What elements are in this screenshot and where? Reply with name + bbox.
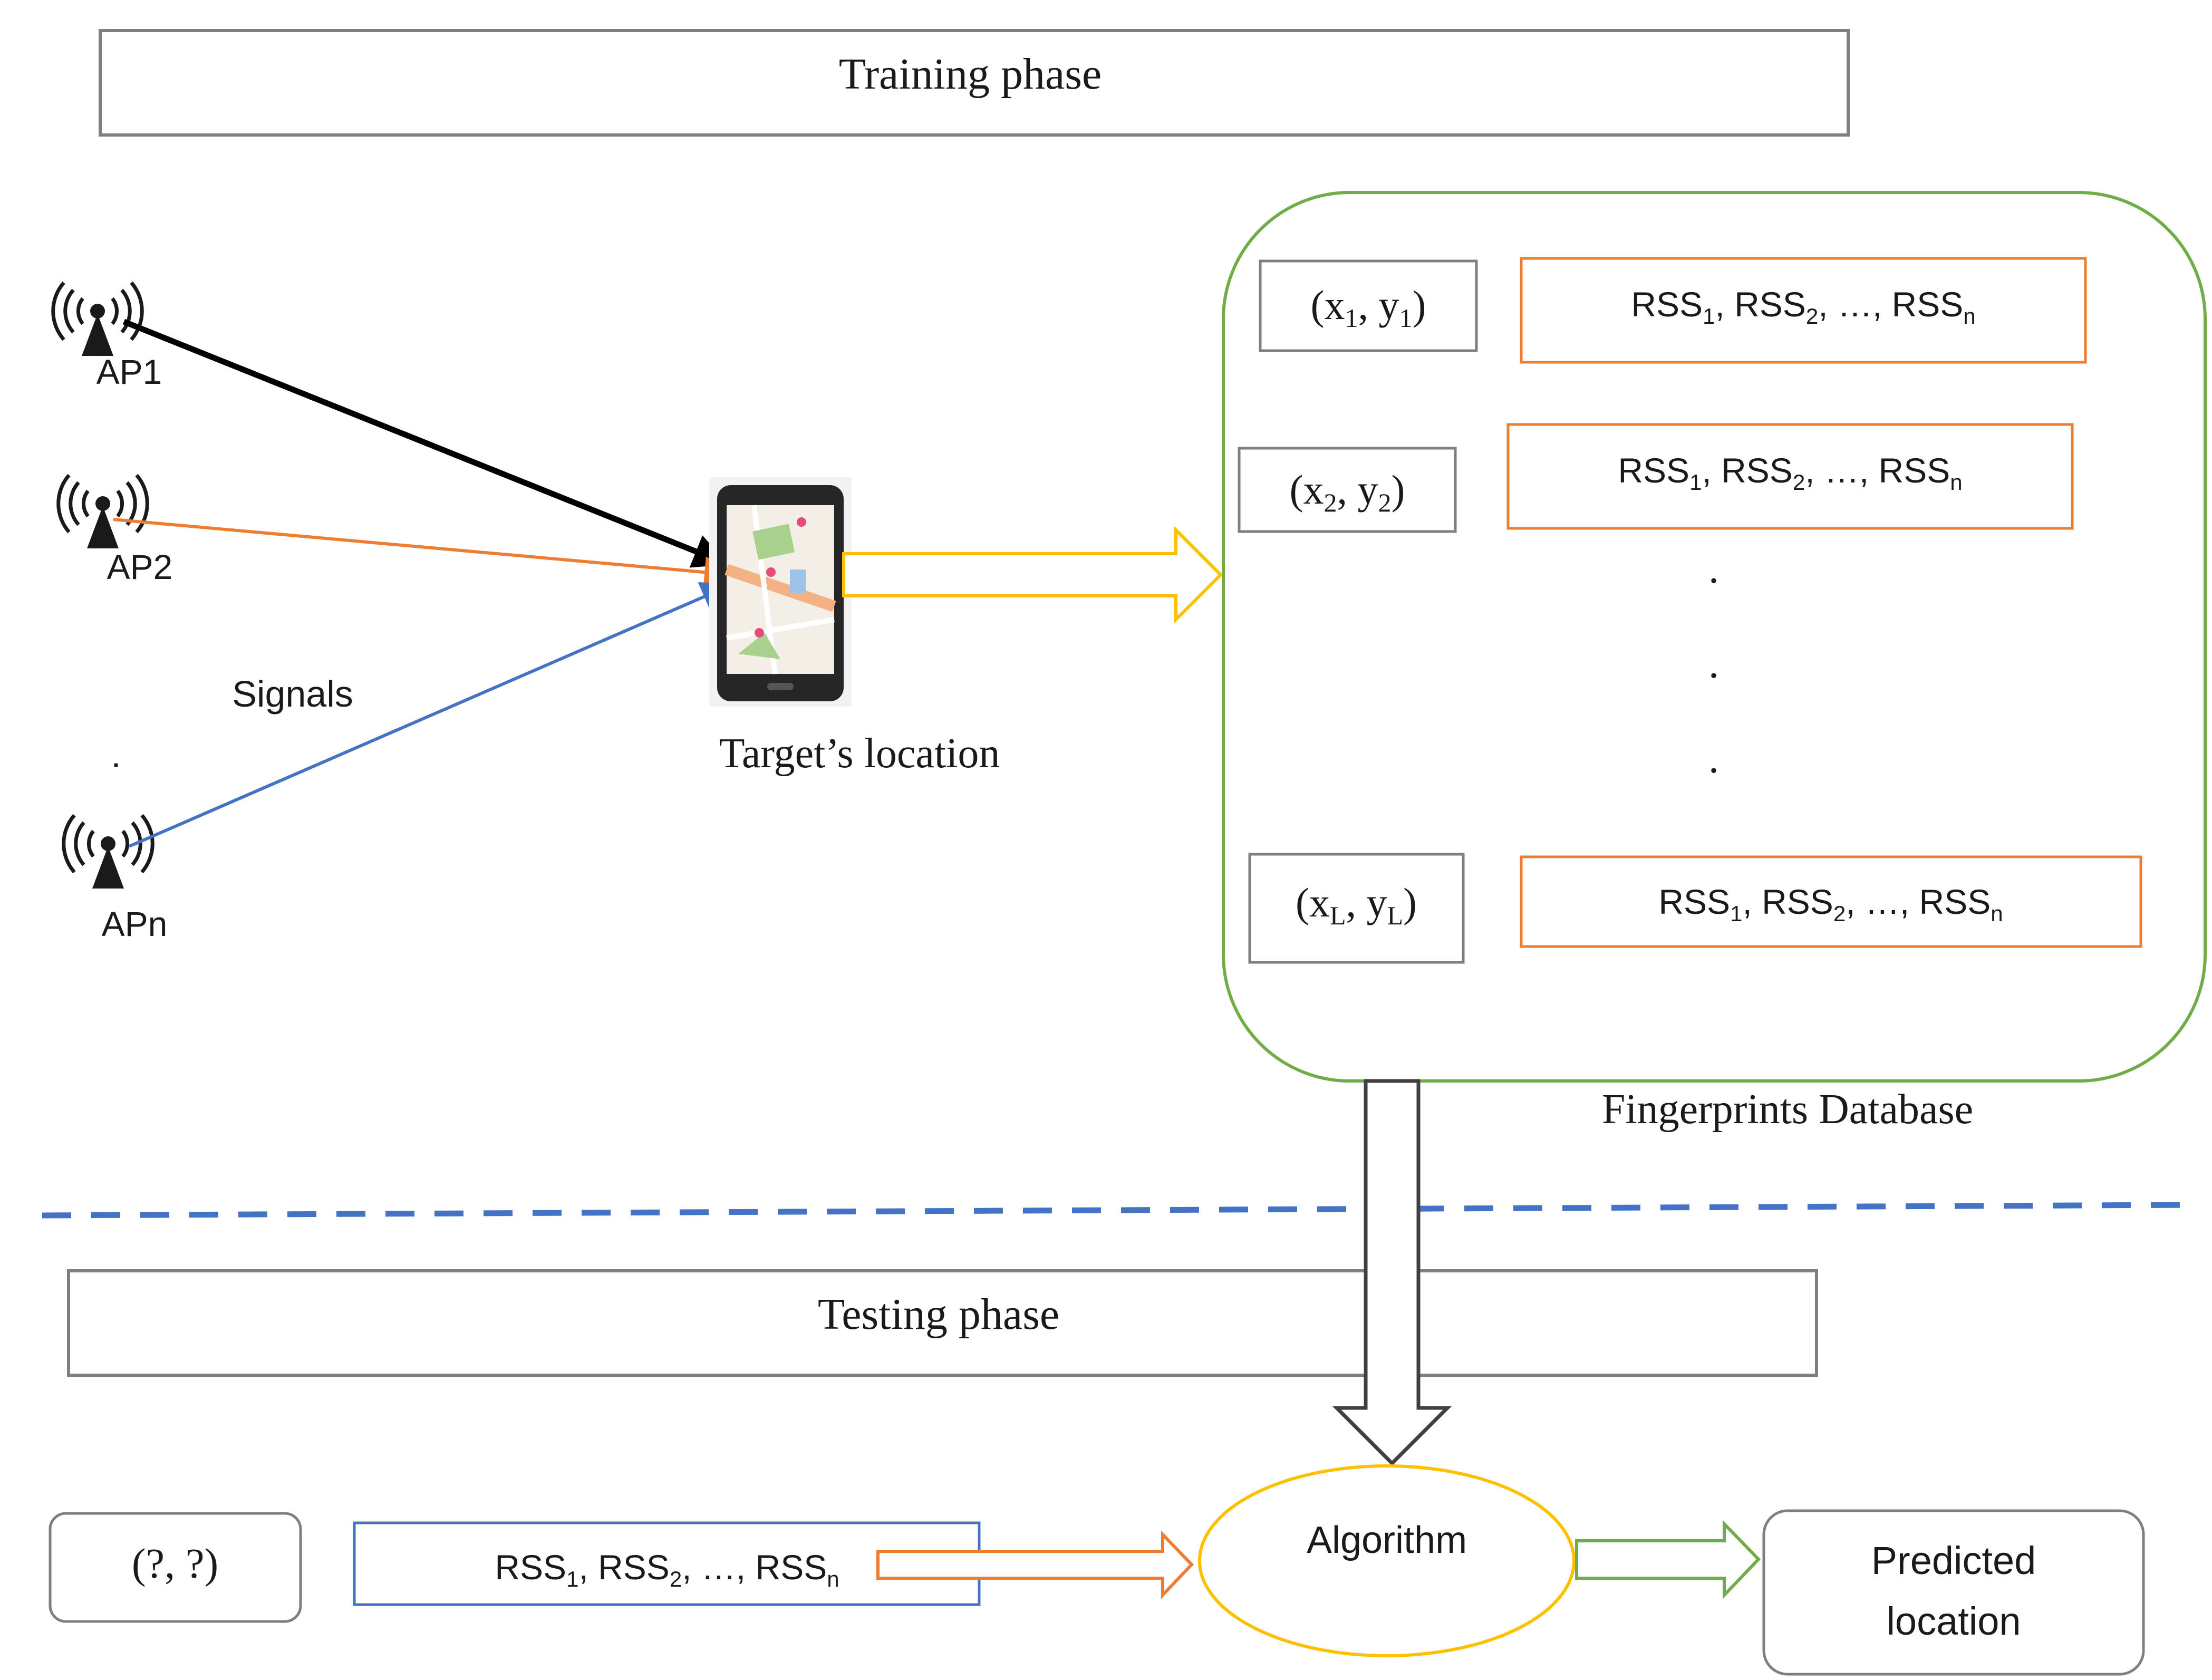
- access-point-ap2: AP2: [59, 475, 173, 586]
- ap-ellipsis-dot: .: [111, 734, 121, 775]
- db-row-2-rss: RSS1, RSS2, …, RSSn: [1618, 451, 1962, 495]
- db-row-l-rss-box: [1520, 855, 2142, 948]
- db-row-l-rss: RSS1, RSS2, …, RSSn: [1658, 882, 2003, 926]
- phone-to-database-arrow: [842, 526, 1223, 624]
- target-location-label: Target’s location: [719, 730, 1000, 777]
- db-row-1-rss: RSS1, RSS2, …, RSSn: [1631, 285, 1975, 329]
- predicted-location-box: [1762, 1509, 2145, 1676]
- testing-phase-box: [67, 1269, 1818, 1377]
- db-row-2-rss-box: [1506, 423, 2074, 530]
- algorithm-label: Algorithm: [1307, 1519, 1467, 1561]
- db-row-l-coord: (xL, yL): [1296, 880, 1417, 930]
- db-row-1-coord-box: [1259, 259, 1478, 352]
- db-dot-3: .: [1708, 736, 1719, 782]
- database-to-algorithm-arrow: [1332, 1079, 1452, 1466]
- phase-separator-dashed-line: [42, 1202, 2189, 1219]
- antenna-tower-icon: [59, 475, 148, 548]
- signals-label: Signals: [232, 673, 353, 715]
- db-row-1-rss-box: [1520, 257, 2087, 364]
- fingerprints-database-container: [1222, 191, 2207, 1083]
- test-coord-box: [49, 1512, 302, 1623]
- signal-arrow-apn: [128, 582, 733, 848]
- test-rss: RSS1, RSS2, …, RSSn: [495, 1548, 839, 1591]
- db-row-2-coord: (x2, y2): [1290, 467, 1405, 517]
- algorithm-to-prediction-arrow: [1575, 1520, 1761, 1599]
- signal-arrow-ap2: [113, 518, 736, 588]
- antenna-tower-icon: [64, 815, 153, 889]
- ap1-label: AP1: [96, 352, 162, 391]
- smartphone-map-icon: [709, 477, 852, 707]
- predicted-location-label-line2: location: [1886, 1599, 2021, 1643]
- ap2-label: AP2: [107, 547, 173, 586]
- training-phase-label: Training phase: [839, 50, 1102, 99]
- testing-phase-label: Testing phase: [818, 1290, 1059, 1339]
- training-phase-box: [99, 29, 1850, 137]
- predicted-location-label-line1: Predicted: [1871, 1539, 2036, 1582]
- antenna-tower-icon: [53, 283, 142, 356]
- db-dot-2: .: [1708, 641, 1719, 687]
- db-row-2-coord-box: [1238, 447, 1457, 533]
- test-coord-label: (?, ?): [132, 1541, 218, 1587]
- signal-arrow-ap1: [122, 318, 729, 568]
- apn-label: APn: [102, 904, 168, 943]
- algorithm-node: [1198, 1464, 1576, 1657]
- test-rss-box: [353, 1521, 981, 1606]
- db-row-1-coord: (x1, y1): [1311, 282, 1426, 333]
- db-dot-1: .: [1708, 546, 1719, 592]
- fingerprints-database-label: Fingerprints Database: [1602, 1086, 1973, 1133]
- access-point-apn: APn: [64, 815, 168, 943]
- rss-to-algorithm-arrow: [876, 1530, 1194, 1599]
- access-point-ap1: AP1: [53, 283, 162, 391]
- db-row-l-coord-box: [1248, 853, 1465, 964]
